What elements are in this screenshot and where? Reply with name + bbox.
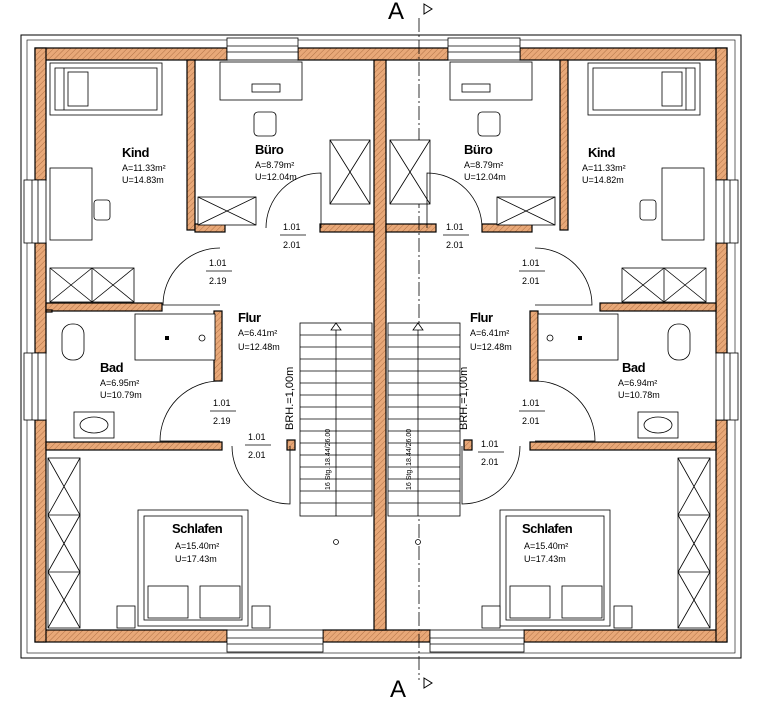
- party-wall: [373, 59, 387, 631]
- room-name: Bad: [622, 360, 646, 375]
- room-bad-left: Bad A=6.95m² U=10.79m: [100, 360, 142, 400]
- room-perimeter: U=14.82m: [582, 175, 624, 185]
- room-name: Kind: [122, 145, 149, 160]
- room-perimeter: U=17.43m: [524, 554, 566, 564]
- double-bed-right: [499, 509, 611, 627]
- door-label-width: 1.01: [522, 398, 540, 408]
- nightstand: [251, 605, 271, 629]
- buero-desk-right: [449, 61, 556, 226]
- door-label-height: 2.01: [522, 276, 540, 286]
- room-area: A=8.79m²: [255, 160, 294, 170]
- kind-desk-right: [661, 167, 705, 241]
- door-label-height: 2.01: [283, 240, 301, 250]
- section-label-bottom: A: [390, 676, 406, 703]
- nightstand: [481, 605, 501, 629]
- room-name: Büro: [464, 142, 493, 157]
- kind-bed-left: [49, 62, 163, 116]
- door-label-height: 2.01: [248, 450, 266, 460]
- room-kind-left: Kind A=11.33m² U=14.83m: [122, 145, 166, 185]
- door-label-width: 1.01: [446, 222, 464, 232]
- room-perimeter: U=12.04m: [255, 172, 297, 182]
- door-label-height: 2.19: [213, 416, 231, 426]
- kind-desk-left: [49, 167, 93, 241]
- door-label-width: 1.01: [209, 258, 227, 268]
- outer-outline: [20, 34, 742, 659]
- wardrobe-schlafen-left: [47, 457, 81, 629]
- room-area: A=11.33m²: [122, 163, 166, 173]
- wardrobe-kind-right: [621, 267, 707, 303]
- stair-steps-label-right: 16 Stg. 18.44/26.00: [406, 429, 413, 490]
- door-label-width: 1.01: [481, 439, 499, 449]
- kind-bed-right: [587, 62, 701, 116]
- stair-left: [299, 322, 373, 545]
- room-kind-right: Kind A=11.33m² U=14.82m: [582, 145, 626, 185]
- room-area: A=6.95m²: [100, 378, 139, 388]
- room-schlafen-right: Schlafen A=15.40m² U=17.43m: [522, 521, 573, 564]
- door-label-height: 2.01: [481, 457, 499, 467]
- railing-height-label-left: BRH.=1,00m: [284, 367, 296, 430]
- room-name: Kind: [588, 145, 615, 160]
- room-buero-right: Büro A=8.79m² U=12.04m: [464, 142, 506, 182]
- door-label-width: 1.01: [213, 398, 231, 408]
- room-schlafen-left: Schlafen A=15.40m² U=17.43m: [172, 521, 223, 564]
- windows: [23, 37, 739, 653]
- wardrobe-kind-left: [49, 267, 135, 303]
- nightstand: [613, 605, 633, 629]
- stair-steps-label-left: 16 Stg. 18.44/26.00: [325, 429, 332, 490]
- bathroom-right-fixtures: [537, 313, 691, 439]
- room-flur-left: Flur A=6.41m² U=12.48m: [238, 310, 280, 352]
- nightstand: [116, 605, 136, 629]
- room-buero-left: Büro A=8.79m² U=12.04m: [255, 142, 297, 182]
- kind-chair-right: [639, 199, 657, 221]
- wardrobe-flur-left: [329, 139, 371, 205]
- room-name: Büro: [255, 142, 284, 157]
- wardrobe-schlafen-right: [677, 457, 711, 629]
- room-perimeter: U=17.43m: [175, 554, 217, 564]
- room-area: A=11.33m²: [582, 163, 626, 173]
- room-name: Flur: [238, 310, 261, 325]
- room-area: A=8.79m²: [464, 160, 503, 170]
- door-label-width: 1.01: [522, 258, 540, 268]
- railing-height-label-right: BRH.=1,00m: [458, 367, 470, 430]
- door-label-height: 2.01: [446, 240, 464, 250]
- door-label-width: 1.01: [283, 222, 301, 232]
- room-name: Flur: [470, 310, 493, 325]
- room-bad-right: Bad A=6.94m² U=10.78m: [618, 360, 660, 400]
- door-label-height: 2.19: [209, 276, 227, 286]
- room-name: Schlafen: [172, 521, 223, 536]
- double-bed-left: [137, 509, 249, 627]
- kind-chair-left: [93, 199, 111, 221]
- door-label-height: 2.01: [522, 416, 540, 426]
- buero-desk-left: [197, 61, 303, 226]
- outer-outline-inner: [26, 39, 736, 654]
- room-area: A=15.40m²: [524, 541, 568, 551]
- room-flur-right: Flur A=6.41m² U=12.48m: [470, 310, 512, 352]
- section-label-top: A: [388, 0, 404, 25]
- bathroom-left-fixtures: [61, 313, 216, 439]
- room-perimeter: U=10.78m: [618, 390, 660, 400]
- wardrobe-flur-right: [389, 139, 431, 205]
- door-label-width: 1.01: [248, 432, 266, 442]
- room-perimeter: U=12.48m: [238, 342, 280, 352]
- room-name: Bad: [100, 360, 124, 375]
- room-area: A=6.41m²: [238, 328, 277, 338]
- door-swings: [159, 172, 596, 505]
- room-perimeter: U=12.48m: [470, 342, 512, 352]
- room-area: A=15.40m²: [175, 541, 219, 551]
- room-area: A=6.94m²: [618, 378, 657, 388]
- door-labels: 1.01 2.01 1.01 2.19 1.01 2.19 1.01 2.01 …: [206, 222, 545, 467]
- stair-right: [387, 322, 461, 545]
- room-name: Schlafen: [522, 521, 573, 536]
- room-perimeter: U=12.04m: [464, 172, 506, 182]
- room-area: A=6.41m²: [470, 328, 509, 338]
- room-perimeter: U=10.79m: [100, 390, 142, 400]
- room-perimeter: U=14.83m: [122, 175, 164, 185]
